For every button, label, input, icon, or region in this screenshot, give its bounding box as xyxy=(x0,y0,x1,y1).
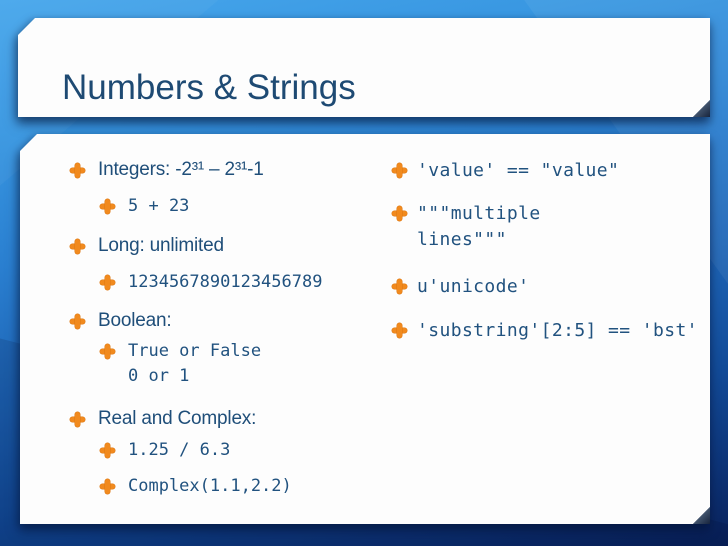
list-item-text: 1.25 / 6.3 xyxy=(128,440,231,460)
list-item-multiline-string-cont: lines""" xyxy=(392,227,507,252)
plus-bullet-icon xyxy=(100,479,115,494)
plus-bullet-icon xyxy=(70,314,85,329)
list-item-long-example: 1234567890123456789 xyxy=(100,270,322,294)
list-item-text: Integers: -2³¹ – 2³¹-1 xyxy=(98,159,264,180)
plus-bullet-icon xyxy=(392,323,407,338)
list-item-substring: 'substring'[2:5] == 'bst' xyxy=(392,318,698,343)
list-item-complex-example: Complex(1.1,2.2) xyxy=(100,474,292,498)
plus-bullet-icon xyxy=(100,199,115,214)
list-item-real-complex: Real and Complex: xyxy=(70,407,256,431)
plus-bullet-icon xyxy=(392,206,407,221)
plus-bullet-icon xyxy=(100,344,115,359)
list-item-text: Boolean: xyxy=(98,310,172,331)
list-item-text: True or False xyxy=(128,341,262,361)
list-item-text: """multiple xyxy=(417,203,541,224)
list-item-unicode-string: u'unicode' xyxy=(392,274,529,299)
list-item-integers: Integers: -2³¹ – 2³¹-1 xyxy=(70,158,264,182)
list-item-boolean: Boolean: xyxy=(70,309,172,333)
list-item-text: u'unicode' xyxy=(417,276,530,297)
list-item-text: 'value' == "value" xyxy=(417,160,620,181)
list-item-long: Long: unlimited xyxy=(70,234,224,258)
list-item-real-example: 1.25 / 6.3 xyxy=(100,438,230,462)
plus-bullet-icon xyxy=(70,412,85,427)
list-item-int-example: 5 + 23 xyxy=(100,194,189,218)
slide-title: Numbers & Strings xyxy=(62,68,356,107)
list-item-multiline-string: """multiple xyxy=(392,201,541,226)
list-item-text: Real and Complex: xyxy=(98,408,257,429)
title-bar-sheet xyxy=(18,18,710,117)
list-item-text: 0 or 1 xyxy=(128,366,190,386)
list-item-bool-example-cont: 0 or 1 xyxy=(100,364,189,388)
plus-bullet-icon xyxy=(100,443,115,458)
list-item-bool-example: True or False xyxy=(100,339,261,363)
list-item-text: 5 + 23 xyxy=(128,196,190,216)
plus-bullet-icon xyxy=(392,279,407,294)
list-item-text: 1234567890123456789 xyxy=(128,272,323,292)
list-item-text: Complex(1.1,2.2) xyxy=(128,476,292,496)
title-bar: Numbers & Strings xyxy=(18,18,710,117)
list-item-string-quotes: 'value' == "value" xyxy=(392,158,619,183)
list-item-text: Long: unlimited xyxy=(98,235,224,256)
list-item-text: lines""" xyxy=(417,229,507,250)
list-item-text: 'substring'[2:5] == 'bst' xyxy=(417,320,698,341)
plus-bullet-icon xyxy=(392,163,407,178)
plus-bullet-icon xyxy=(70,239,85,254)
plus-bullet-icon xyxy=(70,163,85,178)
content-panel-sheet xyxy=(20,134,710,524)
plus-bullet-icon xyxy=(100,275,115,290)
content-panel: Integers: -2³¹ – 2³¹-1 5 + 23 Long: unli… xyxy=(20,134,710,524)
